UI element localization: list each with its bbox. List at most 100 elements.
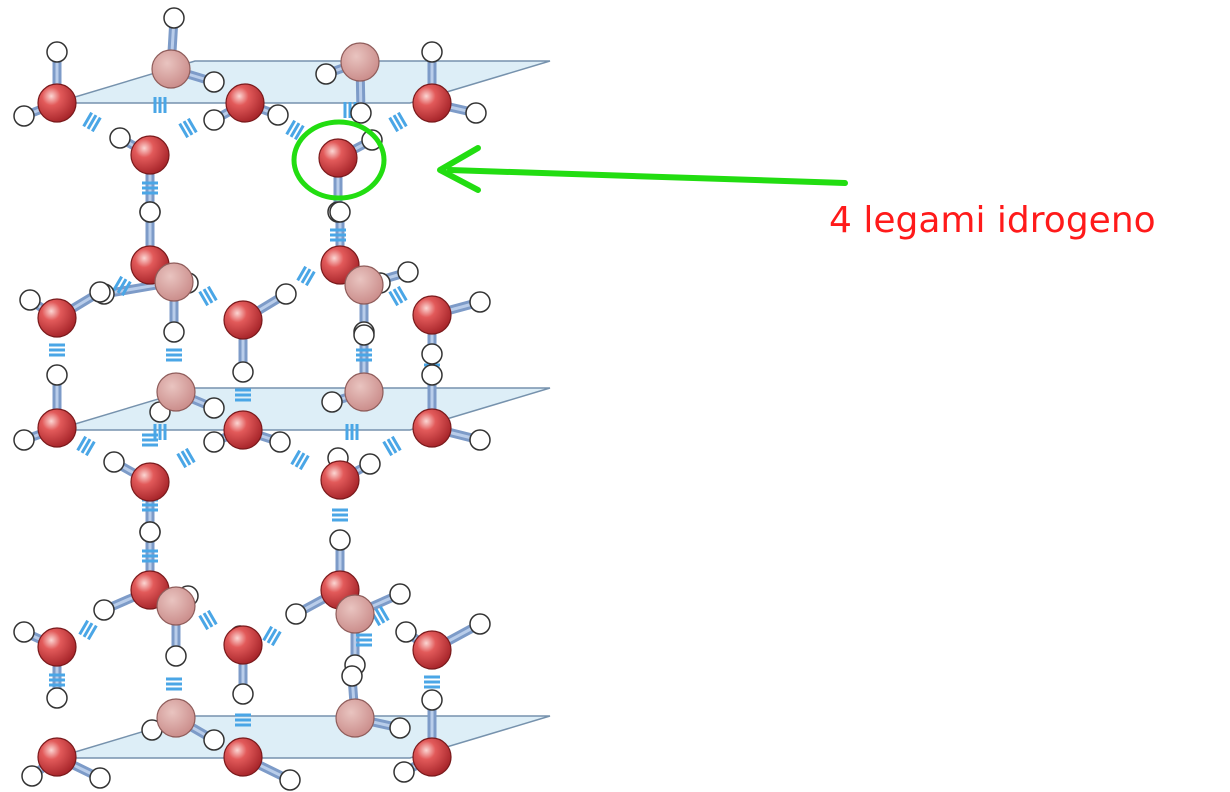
hydrogen-bond-dash <box>379 605 390 622</box>
hydrogen-bond <box>262 625 282 647</box>
oxygen-atom <box>412 295 452 335</box>
annotation-label: 4 legami idrogeno <box>829 200 1156 241</box>
hydrogen-atom <box>315 63 337 85</box>
hydrogen-bond-dash <box>299 454 310 471</box>
oxygen-atom <box>156 372 196 412</box>
hydrogen-bond <box>290 449 310 471</box>
hydrogen-bond <box>235 713 251 727</box>
hydrogen-bond-dash <box>82 111 93 128</box>
oxygen-atom <box>130 135 170 175</box>
oxygen-atom <box>223 410 263 450</box>
hydrogen-bond-dash <box>266 628 278 644</box>
hydrogen-bond <box>198 285 218 307</box>
hydrogen-atom <box>389 717 411 739</box>
hydrogen-bond <box>76 435 96 457</box>
hydrogen-atom <box>267 104 289 126</box>
hydrogen-atom <box>469 429 491 451</box>
hydrogen-bond-dash <box>187 117 198 134</box>
layer-plane <box>54 387 551 431</box>
hydrogen-bond-dash <box>198 614 209 631</box>
hydrogen-bonds <box>49 97 440 727</box>
hydrogen-bond <box>142 549 158 563</box>
hydrogen-bond <box>296 265 316 287</box>
oxygen-atom <box>335 698 375 738</box>
hydrogen-bond-dash <box>180 450 192 466</box>
hydrogen-atom <box>21 765 43 787</box>
oxygen-atom <box>130 462 170 502</box>
hydrogen-atom <box>13 429 35 451</box>
oxygen-atom <box>223 300 263 340</box>
hydrogen-bond-dash <box>85 440 96 457</box>
hydrogen-atom <box>341 665 363 687</box>
hydrogen-bond <box>153 424 167 440</box>
oxygen-atom <box>412 408 452 448</box>
hydrogen-bond-dash <box>374 608 386 624</box>
oxygen-atom <box>37 298 77 338</box>
hydrogen-bond-dash <box>262 625 273 642</box>
atoms <box>13 7 491 791</box>
oxygen-atom <box>412 630 452 670</box>
hydrogen-bond-dash <box>392 288 404 304</box>
pointer-arrow <box>437 145 848 193</box>
hydrogen-atom <box>421 41 443 63</box>
hydrogen-atom <box>13 105 35 127</box>
hydrogen-atom <box>353 324 375 346</box>
hydrogen-bond-dash <box>202 288 214 304</box>
hydrogen-bond <box>424 675 440 689</box>
hydrogen-bond-dash <box>289 122 301 138</box>
hydrogen-bond <box>235 388 251 402</box>
hydrogen-bond-dash <box>285 119 296 136</box>
hydrogen-atom <box>165 645 187 667</box>
hydrogen-atom <box>421 364 443 386</box>
hydrogen-bond <box>356 633 372 647</box>
hydrogen-bond <box>198 609 218 631</box>
hydrogen-bond <box>388 111 408 133</box>
hydrogen-atom <box>46 364 68 386</box>
hydrogen-atom <box>465 102 487 124</box>
hydrogen-bond <box>153 97 167 113</box>
hydrogen-atom <box>19 289 41 311</box>
hydrogen-bond-dash <box>198 290 209 307</box>
layer-plane <box>54 715 551 759</box>
hydrogen-atom <box>389 583 411 605</box>
hydrogen-atom <box>203 397 225 419</box>
hydrogen-atom <box>89 281 111 303</box>
hydrogen-bond-dash <box>382 440 393 457</box>
hydrogen-atom <box>329 529 351 551</box>
hydrogen-atom <box>232 683 254 705</box>
oxygen-atom <box>37 408 77 448</box>
hydrogen-bond-dash <box>392 114 404 130</box>
hydrogen-bond-dash <box>207 609 218 626</box>
oxygen-atom <box>223 737 263 777</box>
hydrogen-bond-dash <box>91 116 102 133</box>
hydrogen-bond-dash <box>294 124 305 141</box>
hydrogen-bond <box>345 424 359 440</box>
hydrogen-bond <box>382 435 402 457</box>
hydrogen-atom <box>269 431 291 453</box>
hydrogen-atom <box>203 109 225 131</box>
hydrogen-bond <box>49 343 65 357</box>
hydrogen-atom <box>395 621 417 643</box>
oxygen-atom <box>344 265 384 305</box>
hydrogen-atom <box>329 201 351 223</box>
hydrogen-bond-dash <box>202 612 214 628</box>
hydrogen-bond-dash <box>121 280 132 297</box>
hydrogen-bond <box>49 673 65 687</box>
hydrogen-bond-dash <box>112 275 123 292</box>
hydrogen-atom <box>469 291 491 313</box>
hydrogen-atom <box>359 453 381 475</box>
hydrogen-bond-dash <box>388 290 399 307</box>
hydrogen-bond-dash <box>176 452 187 469</box>
oxygen-atom <box>37 737 77 777</box>
hydrogen-atom <box>163 321 185 343</box>
hydrogen-atom <box>232 361 254 383</box>
hydrogen-bond-dash <box>290 449 301 466</box>
hydrogen-atom <box>421 343 443 365</box>
hydrogen-bond-dash <box>391 435 402 452</box>
hydrogen-bond <box>176 447 196 469</box>
oxygen-atom <box>320 460 360 500</box>
oxygen-atom <box>156 698 196 738</box>
hydrogen-bond-dash <box>388 116 399 133</box>
oxygen-atom <box>344 372 384 412</box>
hydrogen-bond-dash <box>300 268 312 284</box>
